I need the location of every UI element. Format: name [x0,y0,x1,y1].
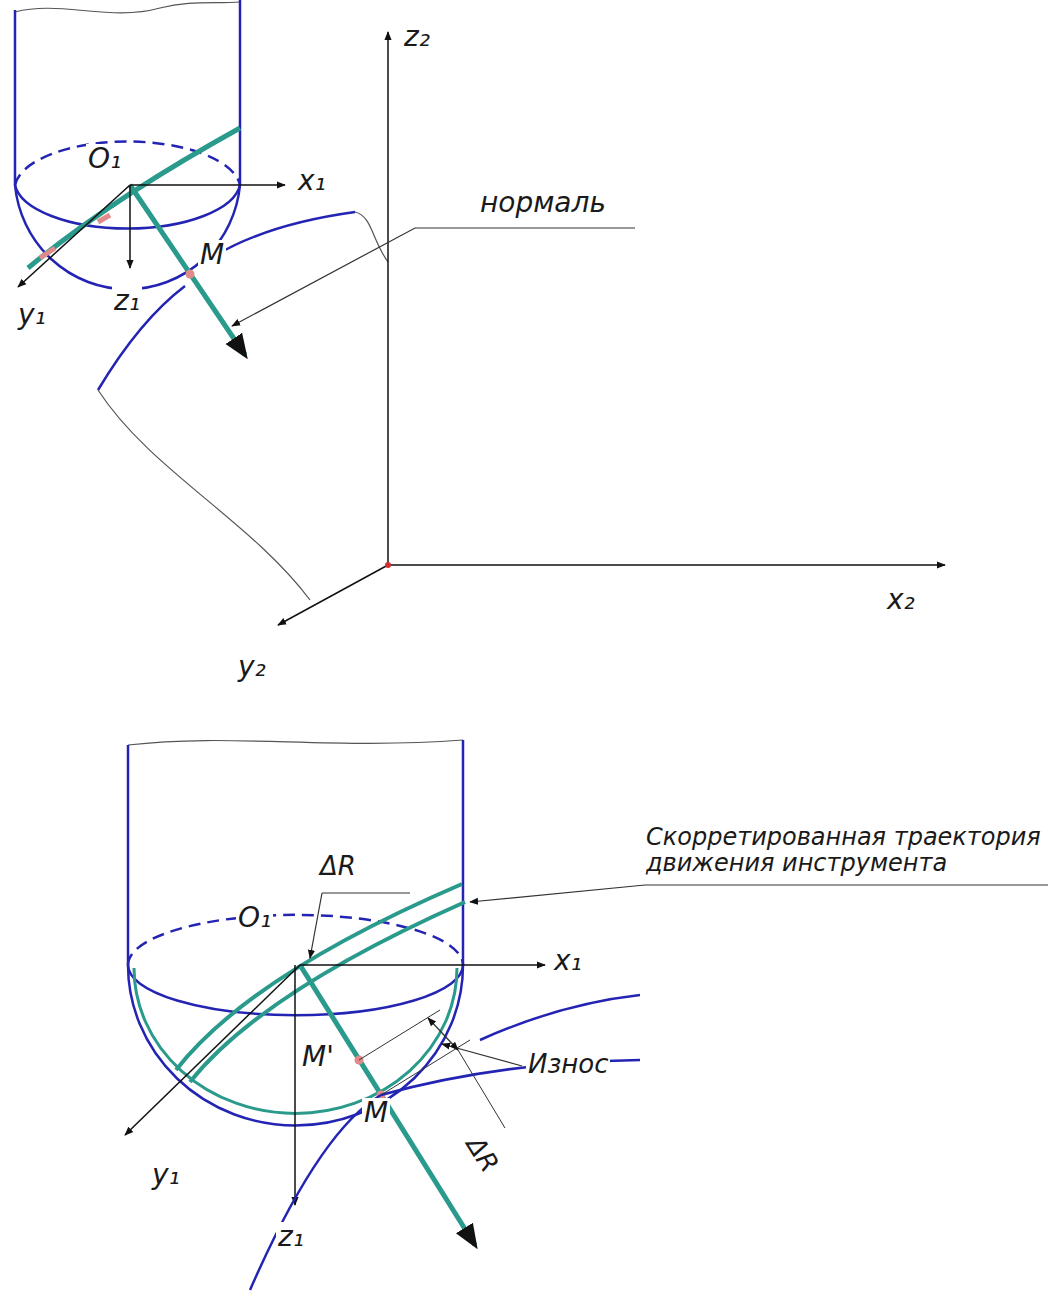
axis-label: x₁ [296,166,328,197]
point-label: M' [300,1042,336,1073]
normal-line [130,185,245,355]
origin-point [385,562,391,568]
workpiece-curve [250,1060,640,1290]
axis-label: y₁ [150,1160,182,1191]
contact-point [186,270,195,279]
dimension-line [458,1050,505,1128]
extension-line [359,1010,440,1060]
top-figure [15,0,945,625]
axis-label: y₂ [236,652,268,683]
axis-y1 [18,185,130,287]
axis-x1 [130,184,285,186]
point-label: M [198,240,226,271]
ball-end [15,185,240,289]
tool-cylinder [462,740,465,965]
axis-label: z₂ [402,22,432,53]
tool-path [190,902,465,1082]
leader-line [442,1044,522,1066]
tool-cylinder [127,745,130,965]
axis-label: y₁ [16,300,48,331]
leader-line [470,885,1048,902]
callout-text: Скорретированная траектория движения инс… [644,824,1048,877]
axis-z2 [387,32,389,565]
axis-label: z₁ [276,1222,306,1253]
normal-line [300,965,475,1245]
dimension-line [322,892,410,893]
point-label: O₁ [236,903,273,934]
axis-x2 [388,564,945,566]
axis-label: z₁ [112,286,142,317]
axis-label: x₁ [552,946,584,977]
bottom-figure [125,740,1048,1290]
dimension-line [428,1018,458,1050]
break-line [355,212,388,262]
callout-text: нормаль [478,188,608,219]
workpiece-curve [98,286,185,390]
dimension-line [310,893,322,958]
callout-text: Износ [526,1050,610,1079]
point-label: O₁ [86,144,123,175]
path-mark [40,215,110,258]
axis-y2 [278,565,388,625]
tool-cylinder [14,10,17,185]
axis-x1 [300,964,545,966]
point-label: M [362,1098,390,1129]
dimension-label: ΔR [318,852,358,881]
leader-line [232,228,635,326]
axis-label: x₂ [885,585,917,616]
ellipse-visible [15,185,240,228]
ellipse-hidden [128,915,463,965]
dimension-label: ΔR [460,1130,505,1179]
break-line [128,740,463,745]
axis-z1 [129,185,131,268]
break-line [98,390,310,600]
workpiece-curve [205,212,355,262]
axis-y1 [125,965,300,1135]
tool-cylinder [239,0,242,185]
workpiece-curve [480,995,640,1040]
break-line [15,2,240,13]
axis-z1 [294,965,296,1205]
